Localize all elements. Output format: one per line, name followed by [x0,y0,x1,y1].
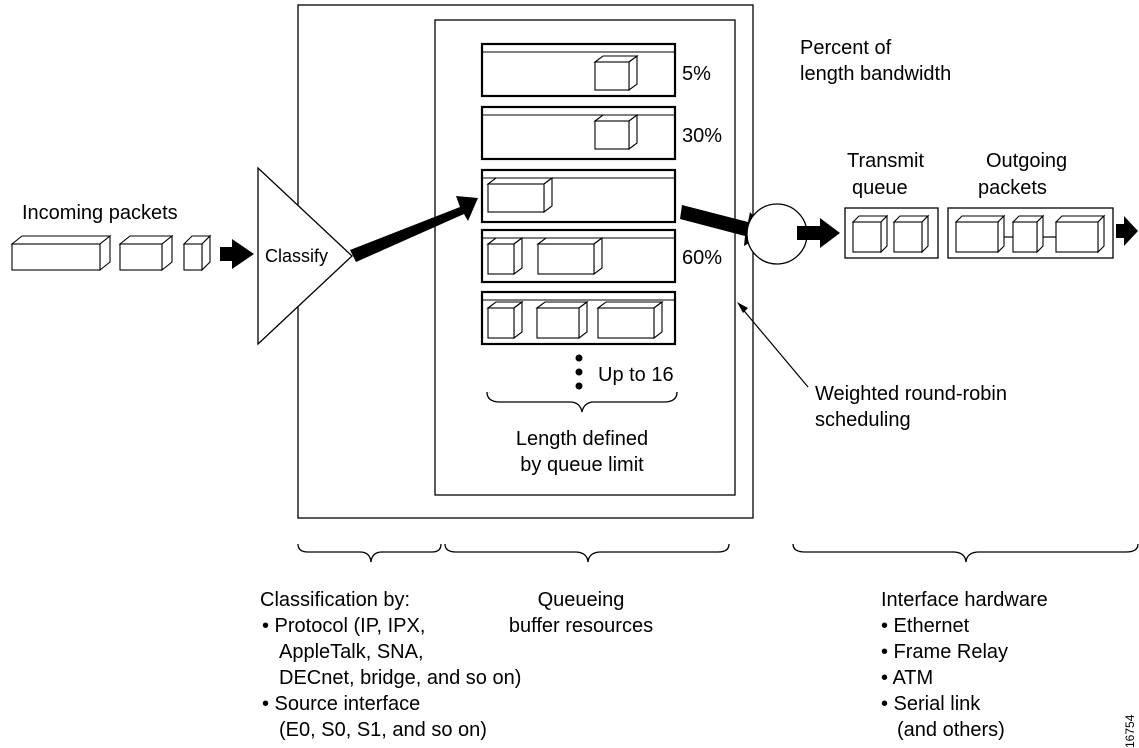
incoming-packet-medium [118,234,174,272]
interface-line: • Serial link [881,693,981,715]
queue-1 [480,42,677,98]
length-defined-line2: by queue limit [520,454,644,476]
length-defined-line1: Length defined [516,428,648,450]
outgoing-line1: Outgoing [986,150,1067,172]
incoming-packet-large [10,234,112,272]
figure-id: 16754 [1123,714,1137,748]
bandwidth-title-line1: Percent of [800,37,892,59]
queueing-line1: Queueing [538,589,625,611]
bandwidth-title-line2: length bandwidth [800,63,951,85]
queue-to-scheduler-arrow [680,205,768,246]
queueing-brace [444,543,730,563]
incoming-label: Incoming packets [22,202,178,224]
transmit-packet [892,214,930,254]
incoming-packet-small [182,234,212,272]
classifier-triangle [257,166,353,346]
classification-heading: Classification by: [260,589,410,611]
queueing-line2: buffer resources [509,615,653,637]
ellipsis-dot [575,368,583,376]
arrow-into-classify [220,239,254,269]
length-brace [486,391,678,413]
interface-line: • Frame Relay [881,641,1008,663]
up-to-label: Up to 16 [598,364,674,386]
transmit-packet [851,214,889,254]
outgoing-packet [1054,214,1106,254]
classify-label: Classify [265,246,328,266]
queue-2 [480,105,677,161]
interface-line: • ATM [881,667,933,689]
percent-q4: 60% [682,247,722,269]
weighted-line2: scheduling [815,409,911,431]
outgoing-packet [954,214,1006,254]
classification-line: AppleTalk, SNA, [279,641,424,663]
queue-4 [480,228,677,284]
weighted-pointer-line [739,305,809,388]
classification-line: DECnet, bridge, and so on) [279,667,521,689]
outgoing-arrow [1116,216,1138,246]
outgoing-line2: packets [978,177,1047,199]
interface-brace [792,543,1139,563]
interface-line: • Ethernet [881,615,970,637]
weighted-pointer-head [737,302,748,313]
classification-brace [297,543,442,563]
interface-line: (and others) [897,719,1005,741]
ellipsis-dot [575,382,583,390]
queue-5 [480,290,677,346]
outgoing-packet [1011,214,1045,254]
transmit-line2: queue [852,177,908,199]
transmit-line1: Transmit [847,150,924,172]
ellipsis-dot [575,354,583,362]
interface-heading: Interface hardware [881,589,1048,611]
classify-to-queue-arrow [350,196,478,262]
weighted-line1: Weighted round-robin [815,383,1007,405]
classification-line: • Protocol (IP, IPX, [262,615,425,637]
queue-3 [480,168,677,224]
classification-line: (E0, S0, S1, and so on) [279,719,487,741]
arrow-to-transmit [797,218,840,248]
percent-q1: 5% [682,63,711,85]
percent-q2: 30% [682,125,722,147]
classification-line: • Source interface [262,693,420,715]
